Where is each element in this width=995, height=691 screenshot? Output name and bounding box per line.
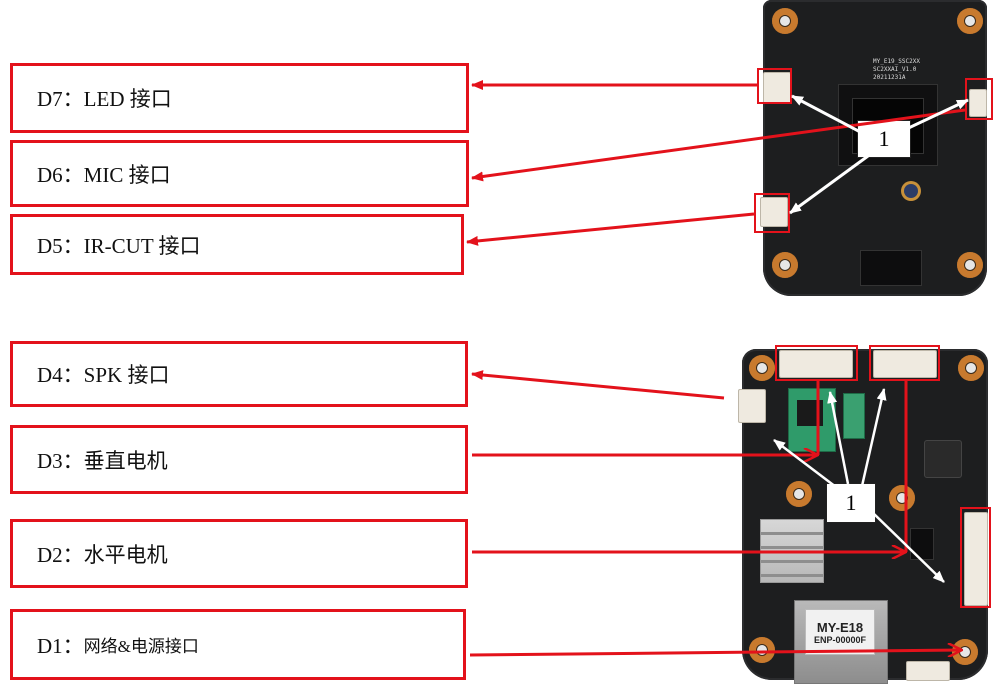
bottom-board-mount-hole-bl <box>749 637 775 663</box>
label-d6-mic: D6：MIC 接口 <box>10 140 469 207</box>
arrow-d5 <box>466 212 755 246</box>
bottom-inductor <box>924 440 962 478</box>
label-d3-vertical-motor: D3：垂直电机 <box>10 425 468 494</box>
top-board-mount-hole-bl <box>772 252 798 278</box>
top-board-silkscreen: MY_E19_SSC2XX SC2XXAI_V1.0 20211231A <box>873 58 920 82</box>
arrow-d4 <box>471 370 725 400</box>
label-d2-text: D2：水平电机 <box>37 542 168 567</box>
label-d5-ircut: D5：IR-CUT 接口 <box>10 214 464 275</box>
silk-line-2: SC2XXAI_V1.0 <box>873 66 917 73</box>
arrow-d6 <box>471 108 966 182</box>
label-d7-led: D7：LED 接口 <box>10 63 469 133</box>
top-highlight-led-connector <box>757 68 792 104</box>
label-d5-text: D5：IR-CUT 接口 <box>37 233 201 258</box>
top-board-lower-chip <box>860 250 922 286</box>
heatsink-fin <box>761 532 823 535</box>
heatsink-fin <box>761 574 823 577</box>
label-d1-network-power: D1：网络&电源接口 <box>10 609 466 680</box>
white-arrow-top-ircut <box>789 154 869 215</box>
label-d1-prefix: D1： <box>37 633 84 658</box>
silk-line-1: MY_E19_SSC2XX <box>873 58 920 65</box>
top-connector-ircut <box>760 197 788 227</box>
arrow-d1 <box>469 650 962 655</box>
white-arrow-top-led <box>791 94 867 137</box>
heatsink-fin <box>761 546 823 549</box>
heatsink-fin <box>761 560 823 563</box>
silk-line-3: 20211231A <box>873 74 906 81</box>
white-arrow-bottom-hmotor <box>860 388 887 487</box>
bottom-connector-power <box>906 661 950 681</box>
white-arrow-top-mic <box>899 98 969 134</box>
bottom-highlight-side-connector <box>960 507 991 608</box>
label-d7-text: D7：LED 接口 <box>37 87 172 111</box>
bottom-connector-horizontal-motor <box>873 350 937 378</box>
top-callout-number: 1 <box>857 120 911 158</box>
white-arrow-bottom-spk <box>773 439 837 488</box>
top-board-mount-hole-tl <box>772 8 798 34</box>
bottom-wifi-antenna <box>843 393 865 439</box>
top-highlight-ircut-connector <box>754 193 790 233</box>
bottom-connector-side <box>964 512 988 606</box>
label-d4-text: D4：SPK 接口 <box>37 363 170 387</box>
label-d2-horizontal-motor: D2：水平电机 <box>10 519 468 588</box>
bottom-connector-vertical-motor <box>779 350 853 378</box>
top-board-mount-hole-br <box>957 252 983 278</box>
bottom-connector-spk <box>738 389 766 423</box>
bottom-board-mount-hole-tl <box>749 355 775 381</box>
sticker-model: MY-E18 <box>816 619 864 635</box>
white-arrow-bottom-vmotor <box>827 391 850 485</box>
bottom-board-mount-hole-mr <box>889 485 915 511</box>
bottom-callout-text: 1 <box>845 490 857 515</box>
top-highlight-mic-connector <box>965 78 993 120</box>
sticker-serial: ENP-00000F <box>813 634 867 645</box>
top-callout-text: 1 <box>878 126 890 151</box>
bottom-driver-chip <box>910 528 934 560</box>
bottom-board-mount-hole-ml <box>786 481 812 507</box>
bottom-model-sticker: MY-E18 ENP-00000F <box>805 609 875 655</box>
top-connector-mic <box>969 89 987 117</box>
label-d6-text: D6：MIC 接口 <box>37 162 171 187</box>
label-d1-text: 网络&电源接口 <box>83 637 199 656</box>
bottom-highlight-vertical-motor <box>775 345 858 381</box>
bottom-callout-number: 1 <box>826 483 876 523</box>
label-d3-text: D3：垂直电机 <box>37 448 168 473</box>
top-board-mount-hole-tr <box>957 8 983 34</box>
bottom-highlight-horizontal-motor <box>869 345 940 381</box>
top-board-potentiometer <box>904 184 918 198</box>
white-arrow-bottom-side <box>871 511 945 583</box>
bottom-board-mount-hole-tr <box>958 355 984 381</box>
label-d4-spk: D4：SPK 接口 <box>10 341 468 407</box>
